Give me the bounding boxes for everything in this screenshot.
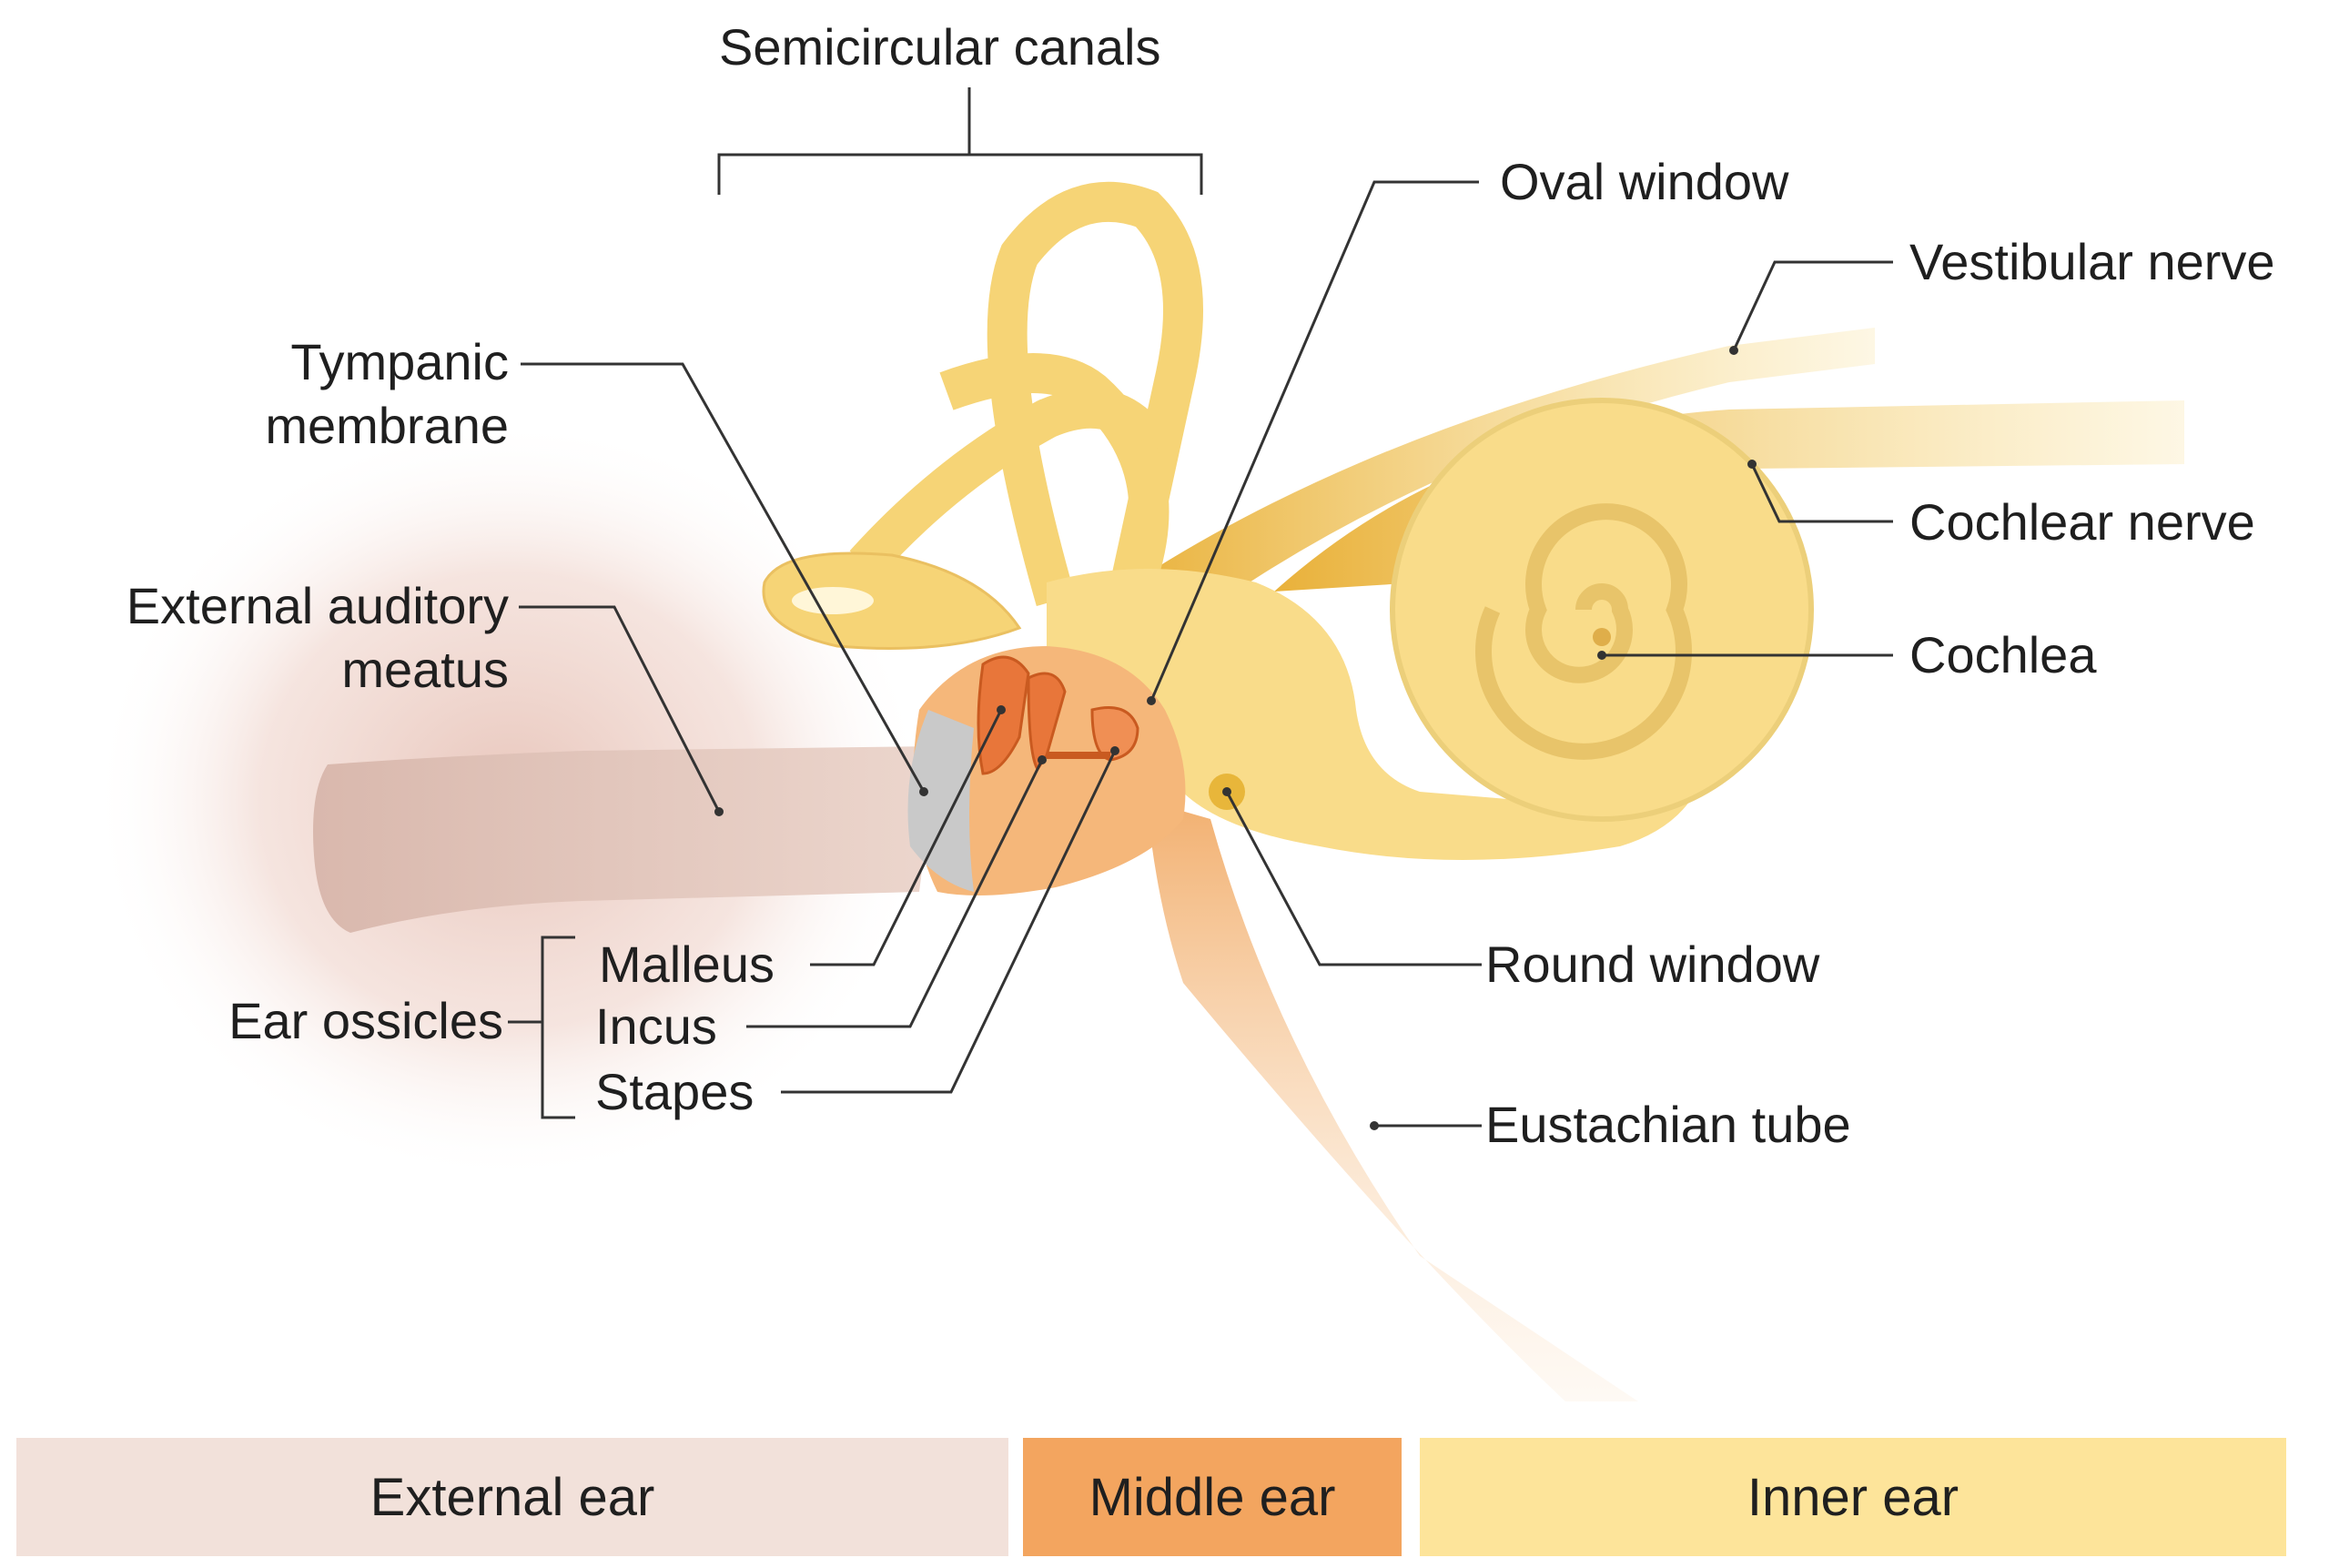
label-vestibular-nerve: Vestibular nerve — [1909, 233, 2275, 290]
leader-dots — [714, 346, 1757, 1130]
semicircular-canals-shape — [849, 181, 1203, 609]
label-oval-window: Oval window — [1500, 153, 1789, 210]
label-cochlear-nerve: Cochlear nerve — [1909, 493, 2255, 551]
label-semicircular-canals: Semicircular canals — [719, 18, 1161, 76]
label-cochlea: Cochlea — [1909, 626, 2097, 683]
label-incus: Incus — [595, 997, 717, 1055]
label-external-auditory-meatus-2: meatus — [341, 641, 509, 698]
label-tympanic-membrane-2: membrane — [265, 397, 509, 454]
label-tympanic-membrane-1: Tympanic — [290, 333, 509, 390]
band-inner-ear: Inner ear — [1420, 1438, 2286, 1556]
label-stapes: Stapes — [595, 1063, 754, 1120]
band-middle-ear: Middle ear — [1023, 1438, 1402, 1556]
label-ear-ossicles: Ear ossicles — [228, 992, 503, 1049]
leader-lines — [519, 180, 1893, 1128]
cochlear-nerve-shape — [1274, 400, 2184, 592]
label-round-window: Round window — [1485, 936, 1820, 993]
ear-ossicles-bracket — [541, 936, 575, 1119]
label-malleus: Malleus — [599, 936, 775, 993]
eustachian-tube-shape — [1147, 801, 1638, 1401]
tympanic-membrane-shape — [907, 710, 974, 892]
label-external-auditory-meatus-1: External auditory — [126, 577, 509, 634]
external-auditory-canal — [313, 746, 937, 933]
ossicles-shape — [977, 655, 1139, 775]
semicircular-canals-bracket — [717, 153, 1203, 195]
label-eustachian-tube: Eustachian tube — [1485, 1096, 1851, 1153]
band-external-ear: External ear — [16, 1438, 1008, 1556]
cochlea-shape — [1390, 398, 1814, 822]
